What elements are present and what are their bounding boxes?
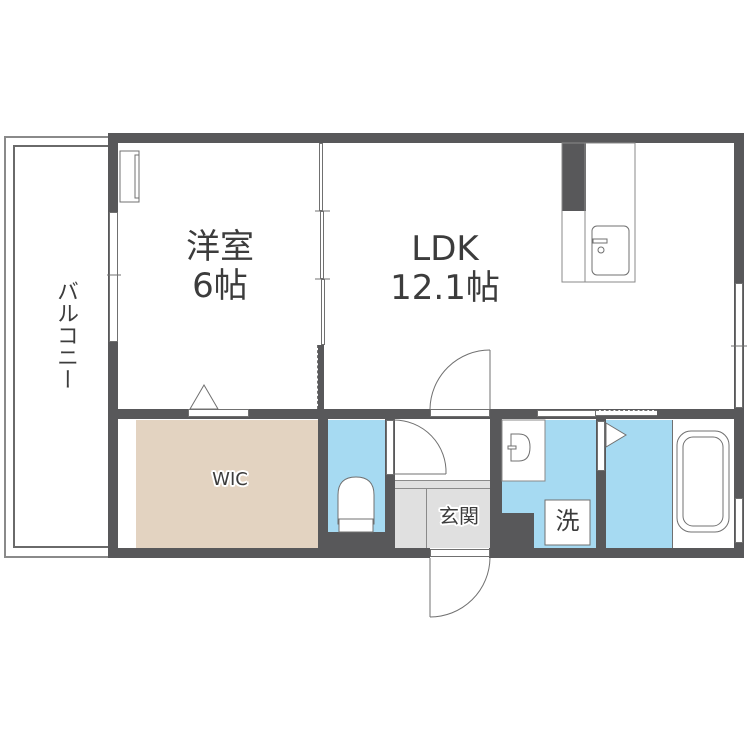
wall-middle [108,409,744,419]
bathroom-floor [606,420,672,548]
wall-left [108,133,118,558]
wall-bottom-right [489,548,744,558]
washroom-label: 洗 [555,507,580,535]
toilet-bottom-wall [328,532,385,548]
entrance-step [395,480,490,489]
balcony-label: バルコニー [53,280,78,390]
balcony-inner-rail [13,145,109,548]
western-room-size: 6帖 [192,266,248,307]
western-room-window [109,212,118,342]
western-room-name: 洋室 [186,227,254,267]
bath-window [735,498,743,543]
entrance-label: 玄関 [439,504,479,528]
entrance-divider [426,489,427,548]
sliding-door-pocket [317,345,320,409]
wash-door[interactable] [537,410,596,417]
ldk-label: LDK 12.1帖 [375,229,515,309]
wall-entrance-wash [490,409,502,558]
entrance-floor [395,480,490,548]
washroom-notch [502,513,534,548]
wic-floor [136,420,318,548]
toilet-door-frame [386,420,394,475]
wic-label: WIC [212,469,248,490]
wall-top [108,133,744,143]
wall-partition-stub [318,345,324,415]
balcony [4,136,109,558]
ldk-name: LDK [411,229,479,269]
wall-wic-toilet [318,409,328,558]
bath-door[interactable] [597,421,605,471]
wall-wash-bath [596,409,606,558]
entrance-door-sill [430,549,490,557]
ldk-door-frame [430,409,490,417]
bath-door-dashed [596,410,657,416]
wall-bottom-left [108,548,430,558]
western-room-label: 洋室 6帖 [160,227,280,307]
wall-toilet-entrance [385,409,395,558]
kitchen-pillar [562,133,586,211]
ldk-size: 12.1帖 [390,268,500,309]
